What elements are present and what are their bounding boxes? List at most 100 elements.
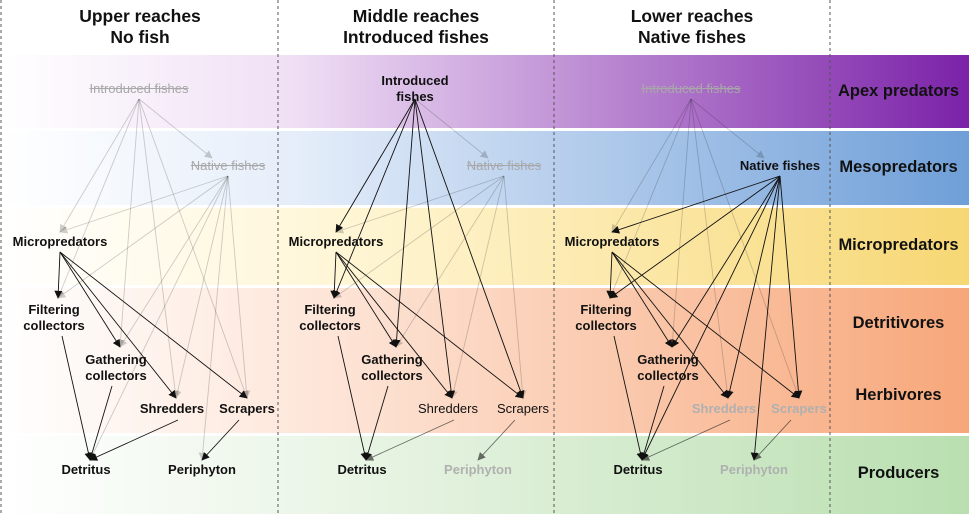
node-lower-periphyton: Periphyton	[720, 462, 788, 477]
link-lower-gathering-to-detritus	[640, 385, 665, 461]
link-middle-native-to-gathering	[395, 175, 505, 348]
link-lower-micro-to-shredders	[611, 251, 729, 399]
link-upper-native-to-detritus	[89, 175, 229, 461]
link-middle-native-to-shredders	[449, 175, 505, 399]
link-middle-native-to-filtering	[333, 175, 505, 299]
link-lower-introduced-to-gathering	[668, 98, 692, 348]
link-upper-micro-to-gathering	[59, 251, 121, 348]
link-lower-micro-to-scrapers	[611, 251, 800, 399]
band-meso	[0, 131, 969, 205]
node-middle-scrapers: Scrapers	[496, 401, 550, 416]
link-upper-native-to-shredders	[173, 175, 229, 399]
header-lower-line1: Lower reaches	[630, 6, 754, 26]
link-upper-shredders-to-detritus	[89, 419, 179, 461]
link-upper-native-to-gathering	[119, 175, 229, 348]
link-lower-micro-to-filtering	[606, 251, 615, 299]
node-middle-introduced: Introduced fishes	[381, 73, 449, 104]
node-lower-gathering: Gathering collectors	[637, 352, 699, 383]
node-lower-scrapers: Scrapers	[771, 401, 827, 416]
link-middle-introduced-to-shredders	[414, 98, 456, 399]
link-lower-native-to-scrapers	[779, 175, 803, 399]
node-lower-native: Native fishes	[739, 158, 821, 173]
link-middle-introduced-to-native	[414, 98, 489, 159]
link-middle-micro-to-filtering	[330, 251, 339, 299]
link-middle-filtering-to-detritus	[337, 335, 369, 461]
link-middle-micro-to-scrapers	[335, 251, 524, 399]
header-lower-line2: Native fishes	[638, 27, 746, 47]
node-middle-shredders: Shredders	[418, 401, 478, 416]
header-middle: Middle reaches Introduced fishes	[278, 6, 554, 48]
link-upper-native-to-micro	[59, 175, 229, 234]
link-lower-native-to-periphyton	[750, 175, 781, 461]
link-middle-scrapers-to-periphyton	[477, 419, 516, 461]
node-middle-filtering: Filtering collectors	[299, 302, 361, 333]
header-upper: Upper reaches No fish	[2, 6, 278, 48]
link-lower-shredders-to-detritus	[641, 419, 731, 461]
tier-label-micro: Micropredators	[838, 236, 959, 254]
tier-label-meso: Mesopredators	[839, 158, 958, 176]
node-lower-detritus: Detritus	[613, 462, 663, 477]
node-upper-scrapers: Scrapers	[219, 401, 275, 416]
tier-label-herbivores: Herbivores	[855, 386, 942, 404]
link-upper-introduced-to-filtering	[57, 98, 140, 299]
link-middle-micro-to-shredders	[335, 251, 453, 399]
link-middle-introduced-to-scrapers	[414, 98, 525, 399]
node-upper-detritus: Detritus	[61, 462, 111, 477]
link-lower-introduced-to-micro	[611, 98, 692, 233]
node-upper-gathering: Gathering collectors	[85, 352, 147, 383]
link-lower-native-to-filtering	[609, 175, 781, 299]
link-upper-scrapers-to-periphyton	[201, 419, 240, 461]
link-upper-micro-to-shredders	[59, 251, 177, 399]
header-upper-line2: No fish	[110, 27, 170, 47]
tier-label-apex: Apex predators	[837, 82, 960, 100]
link-middle-gathering-to-detritus	[364, 385, 389, 461]
header-middle-line2: Introduced fishes	[343, 27, 489, 47]
link-middle-introduced-to-filtering	[333, 98, 416, 299]
link-middle-introduced-to-micro	[335, 98, 416, 233]
node-upper-introduced: Introduced fishes	[89, 81, 189, 96]
link-upper-introduced-to-scrapers	[138, 98, 249, 399]
link-upper-introduced-to-native	[138, 98, 213, 159]
node-middle-native: Native fishes	[466, 158, 542, 173]
link-upper-native-to-periphyton	[198, 175, 229, 461]
link-lower-introduced-to-filtering	[609, 98, 692, 299]
link-lower-native-to-detritus	[641, 175, 781, 461]
link-lower-micro-to-gathering	[611, 251, 673, 348]
link-middle-native-to-micro	[335, 175, 505, 234]
link-middle-shredders-to-detritus	[365, 419, 455, 461]
link-middle-introduced-to-gathering	[392, 98, 416, 348]
link-lower-scrapers-to-periphyton	[753, 419, 792, 461]
node-lower-introduced: Introduced fishes	[641, 81, 741, 96]
link-upper-filtering-to-detritus	[61, 335, 93, 461]
link-upper-native-to-filtering	[57, 175, 229, 299]
link-lower-filtering-to-detritus	[613, 335, 645, 461]
link-upper-native-to-scrapers	[227, 175, 251, 399]
band-micro	[0, 208, 969, 285]
link-upper-gathering-to-detritus	[88, 385, 113, 461]
node-lower-micro: Micropredators	[564, 234, 660, 249]
header-upper-line1: Upper reaches	[79, 6, 201, 26]
link-upper-introduced-to-shredders	[138, 98, 180, 399]
header-lower: Lower reaches Native fishes	[554, 6, 830, 48]
band-producers	[0, 436, 969, 514]
link-lower-introduced-to-native	[690, 98, 765, 159]
node-upper-native: Native fishes	[190, 158, 266, 173]
node-middle-micro: Micropredators	[288, 234, 384, 249]
tier-label-producers: Producers	[857, 464, 940, 482]
link-middle-native-to-scrapers	[503, 175, 527, 399]
tier-label-detritivores: Detritivores	[852, 314, 945, 332]
node-middle-periphyton: Periphyton	[444, 462, 512, 477]
node-middle-gathering: Gathering collectors	[361, 352, 423, 383]
node-lower-shredders: Shredders	[691, 401, 757, 416]
link-upper-introduced-to-micro	[59, 98, 140, 233]
link-middle-micro-to-gathering	[335, 251, 397, 348]
node-upper-shredders: Shredders	[139, 401, 205, 416]
node-lower-filtering: Filtering collectors	[575, 302, 637, 333]
link-lower-native-to-shredders	[725, 175, 781, 399]
node-upper-filtering: Filtering collectors	[23, 302, 85, 333]
node-upper-micro: Micropredators	[12, 234, 108, 249]
band-apex	[0, 55, 969, 128]
node-middle-detritus: Detritus	[337, 462, 387, 477]
